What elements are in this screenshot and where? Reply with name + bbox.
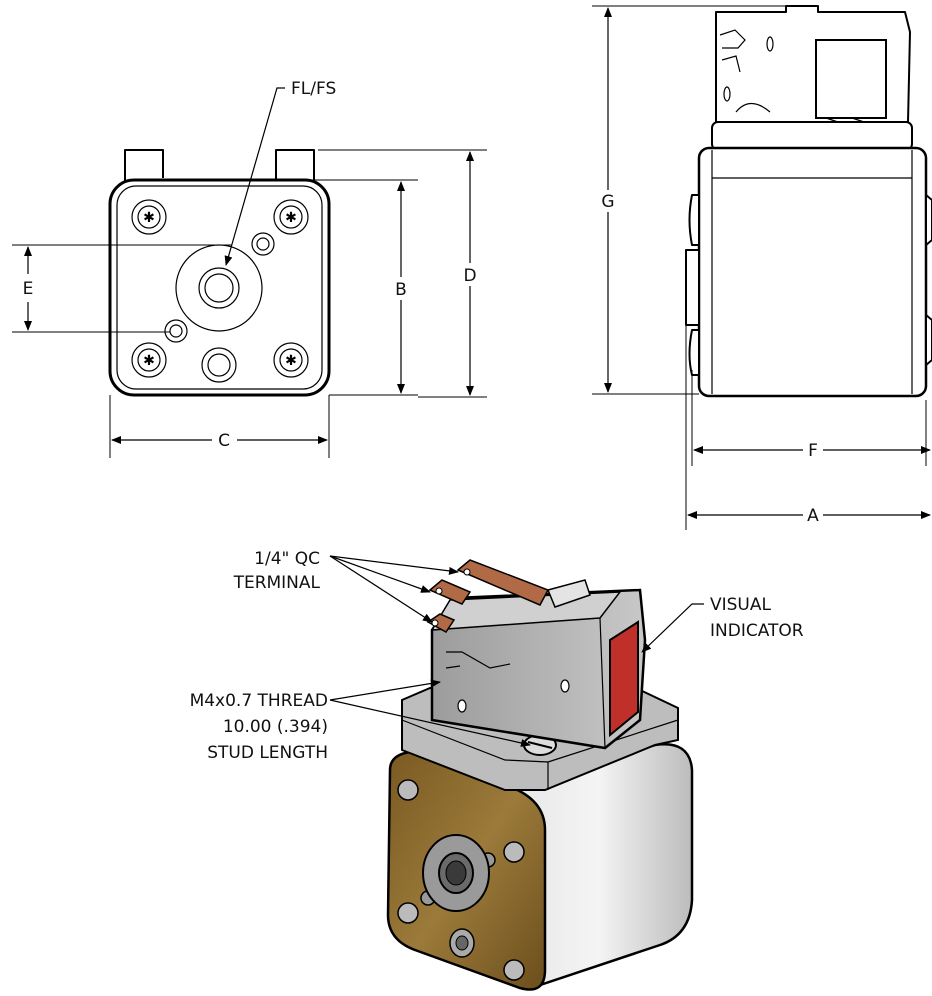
dimension-f	[691, 370, 931, 466]
dim-g-label: G	[601, 192, 614, 212]
front-screw-br: ✱	[273, 342, 309, 378]
side-indicator-box	[815, 39, 887, 119]
dim-f-label: F	[808, 441, 818, 461]
front-view: ✱ ✱ ✱ ✱	[108, 149, 331, 397]
dimension-c	[109, 395, 330, 458]
front-body-outline	[108, 178, 331, 397]
indicator-label-line1: VISUAL	[710, 595, 772, 615]
thread-label-line3: STUD LENGTH	[207, 743, 328, 763]
qc-label-line1: 1/4" QC	[254, 549, 320, 569]
iso-qc-terminal-2	[428, 579, 472, 605]
indicator-leader	[641, 603, 704, 653]
svg-text:✱: ✱	[285, 210, 297, 226]
iso-switch-housing	[430, 588, 647, 750]
indicator-label-line2: INDICATOR	[710, 621, 804, 641]
front-small-screw-upper	[251, 232, 275, 256]
dimension-a	[685, 326, 931, 530]
side-view	[685, 5, 932, 398]
dimension-e	[12, 244, 232, 333]
isometric-view	[386, 559, 694, 991]
front-body-inner	[116, 185, 323, 390]
fl-fs-leader	[224, 87, 285, 266]
iso-body-side	[503, 743, 694, 987]
iso-visual-indicator	[609, 620, 639, 738]
dim-a-label: A	[807, 506, 819, 526]
dim-b-label: B	[395, 280, 407, 300]
svg-text:✱: ✱	[143, 210, 155, 226]
side-base-plate	[711, 121, 913, 151]
qc-terminal-leaders	[329, 555, 459, 623]
svg-text:✱: ✱	[143, 353, 155, 369]
front-screw-tl: ✱	[131, 199, 167, 235]
dimension-d	[318, 149, 487, 398]
front-tab-left	[124, 149, 164, 185]
dim-d-label: D	[463, 266, 476, 286]
front-screw-bl: ✱	[131, 342, 167, 378]
dim-c-label: C	[218, 431, 230, 451]
thread-leaders	[329, 679, 531, 747]
thread-label-line1: M4x0.7 THREAD	[190, 691, 328, 711]
thread-label-line2: 10.00 (.394)	[223, 717, 328, 737]
dim-e-label: E	[23, 279, 34, 299]
dimension-b	[296, 179, 418, 396]
fl-fs-label: FL/FS	[291, 79, 336, 99]
front-small-screw-lower	[164, 319, 188, 343]
front-screw-tr: ✱	[273, 199, 309, 235]
side-main-body	[697, 146, 928, 398]
svg-text:✱: ✱	[285, 353, 297, 369]
front-tab-right	[275, 149, 315, 180]
qc-label-line2: TERMINAL	[233, 573, 321, 593]
iso-qc-terminal-3	[426, 613, 456, 633]
dimension-g	[592, 5, 786, 395]
front-lower-hole	[201, 347, 237, 383]
